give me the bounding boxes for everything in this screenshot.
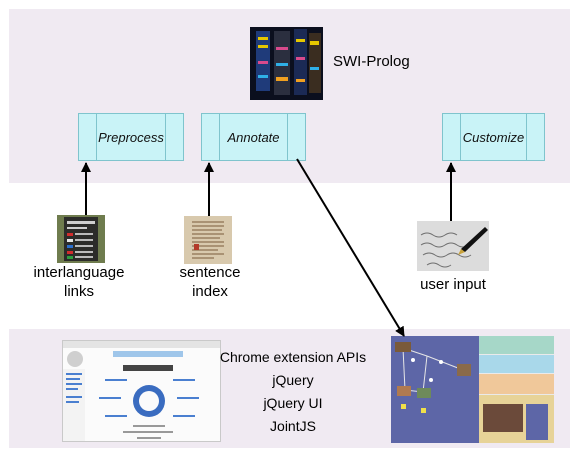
links-label-line: interlanguage links	[33, 264, 125, 300]
interlanguage-links-image	[57, 215, 105, 263]
customize-label: Customize	[462, 129, 525, 145]
user-input-label: user input	[420, 276, 486, 293]
tech-item: JointJS	[270, 418, 316, 434]
server-rack-image	[250, 27, 323, 100]
preprocess-label: Preprocess	[98, 129, 164, 145]
sentence-index-label: sentence index	[160, 263, 260, 301]
arrow-annotate-to-app	[296, 158, 405, 337]
annotation-app-screenshot	[391, 336, 554, 443]
preprocess-node: Preprocess	[78, 113, 184, 161]
tech-item: jQuery UI	[263, 395, 323, 411]
interlanguage-links-label: interlanguage links	[18, 263, 140, 301]
tech-item: jQuery	[272, 372, 314, 388]
platform-label: SWI-Prolog	[333, 53, 410, 70]
technology-list: Chrome extension APIs jQuery jQuery UI J…	[214, 346, 372, 438]
customize-node: Customize	[442, 113, 545, 161]
tech-item: Chrome extension APIs	[219, 349, 367, 365]
annotate-node: Annotate	[201, 113, 306, 161]
sentence-index-image	[184, 216, 232, 264]
user-input-image	[417, 221, 489, 271]
annotate-label: Annotate	[227, 129, 280, 145]
wikipedia-screenshot	[62, 340, 221, 442]
sentence-label-line: sentence index	[179, 264, 241, 300]
